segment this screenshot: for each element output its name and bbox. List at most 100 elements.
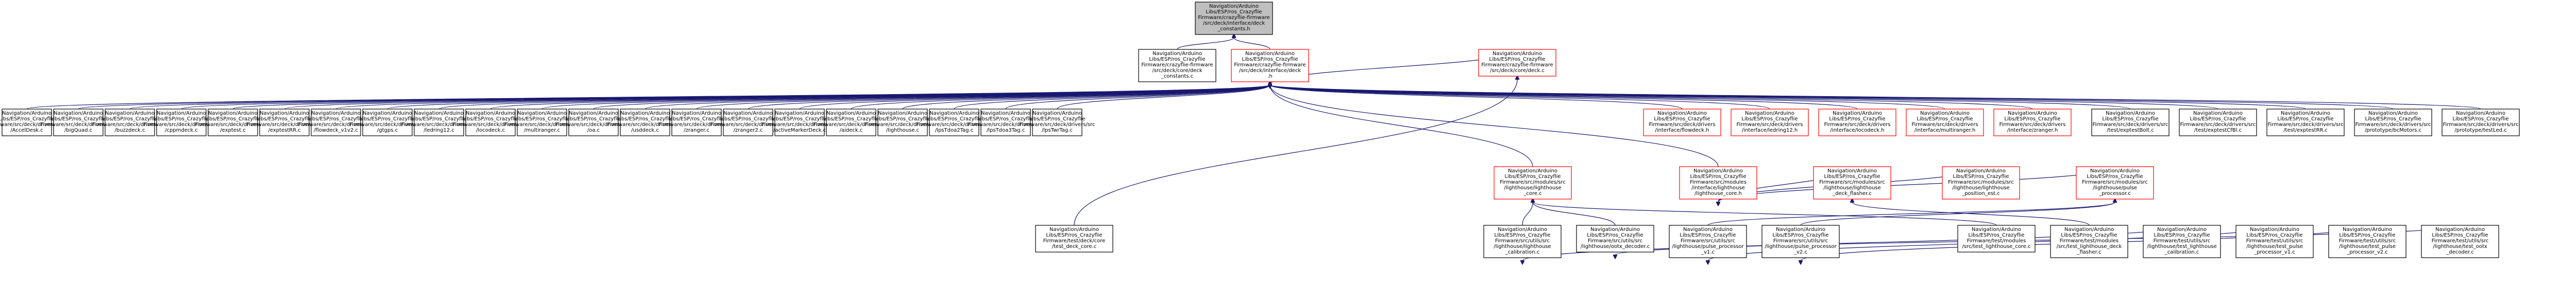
graph-node-x4[interactable]: Navigation/ArduinoLibs/ESP/ros_Crazyflie…: [1761, 225, 1840, 258]
graph-node-l13[interactable]: Navigation/ArduinoLibs/ESP/ros_Crazyflie…: [607, 109, 683, 136]
graph-node-r1[interactable]: Navigation/ArduinoLibs/ESP/ros_Crazyflie…: [1643, 109, 1721, 136]
node-label-line: Firmware/crazyflie-firmware: [1198, 15, 1269, 21]
node-label-line: /src/deck/core/deck.c: [1490, 68, 1545, 74]
node-label-line: /lpsTdoa2Tag.c: [935, 128, 973, 133]
graph-node-e1[interactable]: Navigation/ArduinoLibs/ESP/ros_Crazyflie…: [1035, 225, 1113, 253]
graph-node-l17[interactable]: Navigation/ArduinoLibs/ESP/ros_Crazyflie…: [814, 109, 889, 136]
node-label-line: /exptestRR.c: [268, 128, 300, 133]
node-label-line: /src/test_lighthouse_core.c: [1962, 244, 2030, 249]
node-label-line: Libs/ESP/ros_Crazyflie: [1489, 57, 1545, 62]
graph-node-l25[interactable]: Navigation/ArduinoLibs/ESP/ros_Crazyflie…: [2354, 109, 2432, 136]
node-label-line: Libs/ESP/ros_Crazyflie: [1206, 9, 1262, 15]
graph-node-cdeck_core[interactable]: Navigation/ArduinoLibs/ESP/ros_Crazyflie…: [1138, 49, 1216, 82]
node-label-line: /test/exptestCfBl.c: [2194, 128, 2242, 133]
graph-node-e5[interactable]: Navigation/ArduinoLibs/ESP/ros_Crazyflie…: [2235, 225, 2314, 258]
graph-node-l21[interactable]: Navigation/ArduinoLibs/ESP/ros_Crazyflie…: [1020, 109, 1095, 136]
graph-node-l7[interactable]: Navigation/ArduinoLibs/ESP/ros_Crazyflie…: [298, 109, 374, 136]
node-label-line: Firmware/src/deck/drivers/src: [710, 122, 786, 128]
node-label-line: Libs/ESP/ros_Crazyflie: [101, 116, 158, 122]
node-box: [2421, 225, 2499, 258]
node-label-line: Firmware/src/modules/src: [1500, 180, 1566, 185]
graph-node-root[interactable]: Navigation/ArduinoLibs/ESP/ros_Crazyflie…: [1195, 2, 1273, 35]
graph-node-e3[interactable]: Navigation/ArduinoLibs/ESP/ros_Crazyflie…: [2050, 225, 2128, 258]
node-label-line: /interface/flowdeck.h: [1655, 128, 1709, 133]
node-label-line: Firmware/src/deck/drivers/src: [2355, 122, 2431, 128]
node-label-line: Libs/ESP/ros_Crazyflie: [2246, 233, 2302, 238]
node-box: [2328, 225, 2406, 258]
graph-node-l10[interactable]: Navigation/ArduinoLibs/ESP/ros_Crazyflie…: [453, 109, 529, 136]
node-label-line: Libs/ESP/ros_Crazyflie: [2087, 174, 2143, 180]
graph-node-m3[interactable]: Navigation/ArduinoLibs/ESP/ros_Crazyflie…: [1813, 166, 1891, 200]
node-label-line: Firmware/crazyflie-firmware: [1481, 62, 1553, 68]
graph-node-l14[interactable]: Navigation/ArduinoLibs/ESP/ros_Crazyflie…: [659, 109, 735, 136]
graph-node-x1[interactable]: Navigation/ArduinoLibs/ESP/ros_Crazyflie…: [1483, 225, 1562, 258]
graph-node-e6[interactable]: Navigation/ArduinoLibs/ESP/ros_Crazyflie…: [2328, 225, 2406, 258]
node-label-line: _calibration.c: [2164, 249, 2199, 255]
graph-node-l16[interactable]: Navigation/ArduinoLibs/ESP/ros_Crazyflie…: [762, 109, 838, 136]
graph-node-x3[interactable]: Navigation/ArduinoLibs/ESP/ros_Crazyflie…: [1669, 225, 1747, 258]
graph-node-l12[interactable]: Navigation/ArduinoLibs/ESP/ros_Crazyflie…: [556, 109, 632, 136]
graph-node-l8[interactable]: Navigation/ArduinoLibs/ESP/ros_Crazyflie…: [350, 109, 426, 136]
graph-node-r5[interactable]: Navigation/ArduinoLibs/ESP/ros_Crazyflie…: [1993, 109, 2072, 136]
node-label-line: Libs/ESP/ros_Crazyflie: [2102, 116, 2158, 122]
graph-node-l19[interactable]: Navigation/ArduinoLibs/ESP/ros_Crazyflie…: [917, 109, 992, 136]
node-label-line: Navigation/Arduino: [517, 111, 567, 116]
graph-node-deck_core[interactable]: Navigation/ArduinoLibs/ESP/ros_Crazyflie…: [1478, 49, 1556, 77]
edge-l6-to-deck_h: [284, 85, 1270, 110]
graph-node-l26[interactable]: Navigation/ArduinoLibs/ESP/ros_Crazyflie…: [2442, 109, 2520, 136]
graph-node-l6[interactable]: Navigation/ArduinoLibs/ESP/ros_Crazyflie…: [247, 109, 323, 136]
edge-x2-to-m1: [1533, 202, 1616, 226]
graph-node-l3[interactable]: Navigation/ArduinoLibs/ESP/ros_Crazyflie…: [92, 109, 168, 136]
graph-node-l11[interactable]: Navigation/ArduinoLibs/ESP/ros_Crazyflie…: [504, 109, 580, 136]
node-label-line: Navigation/Arduino: [1153, 51, 1202, 57]
graph-node-e7[interactable]: Navigation/ArduinoLibs/ESP/ros_Crazyflie…: [2421, 225, 2499, 258]
node-box: [929, 109, 979, 136]
graph-node-m5[interactable]: Navigation/ArduinoLibs/ESP/ros_Crazyflie…: [2076, 166, 2154, 200]
graph-node-r3[interactable]: Navigation/ArduinoLibs/ESP/ros_Crazyflie…: [1818, 109, 1896, 136]
graph-node-x2[interactable]: Navigation/ArduinoLibs/ESP/ros_Crazyflie…: [1576, 225, 1654, 253]
node-label-line: Firmware/src/deck/drivers/src: [2268, 122, 2344, 128]
node-label-line: Firmware/src/deck/drivers/src: [968, 122, 1044, 128]
graph-node-l1[interactable]: Navigation/ArduinoLibs/ESP/ros_Crazyflie…: [0, 109, 64, 136]
node-label-line: _v1.c: [1701, 249, 1715, 255]
node-box: [1957, 225, 2036, 253]
node-label-line: Libs/ESP/ros_Crazyflie: [153, 116, 209, 122]
node-label-line: .h: [1267, 74, 1273, 79]
node-label-line: Navigation/Arduino: [1972, 227, 2021, 233]
node-label-line: /bigQuad.c: [64, 128, 92, 133]
node-label-line: Navigation/Arduino: [2456, 111, 2505, 116]
graph-node-l9[interactable]: Navigation/ArduinoLibs/ESP/ros_Crazyflie…: [401, 109, 477, 136]
graph-node-r2[interactable]: Navigation/ArduinoLibs/ESP/ros_Crazyflie…: [1731, 109, 1809, 136]
node-label-line: /src/deck/interface/deck: [1203, 21, 1265, 26]
node-label-line: Navigation/Arduino: [414, 111, 464, 116]
graph-node-l24[interactable]: Navigation/ArduinoLibs/ESP/ros_Crazyflie…: [2266, 109, 2345, 136]
edge-x3-to-m5: [1707, 202, 2115, 226]
node-box: [2442, 109, 2520, 136]
graph-node-l15[interactable]: Navigation/ArduinoLibs/ESP/ros_Crazyflie…: [710, 109, 786, 136]
node-label-line: Libs/ESP/ros_Crazyflie: [2061, 233, 2117, 238]
graph-node-l23[interactable]: Navigation/ArduinoLibs/ESP/ros_Crazyflie…: [2179, 109, 2257, 136]
node-label-line: /interface/multiranger.h: [1914, 128, 1976, 133]
graph-node-e2[interactable]: Navigation/ArduinoLibs/ESP/ros_Crazyflie…: [1957, 225, 2036, 253]
graph-node-l4[interactable]: Navigation/ArduinoLibs/ESP/ros_Crazyflie…: [144, 109, 219, 136]
node-box: [671, 109, 722, 136]
graph-node-l5[interactable]: Navigation/ArduinoLibs/ESP/ros_Crazyflie…: [195, 109, 271, 136]
graph-node-l2[interactable]: Navigation/ArduinoLibs/ESP/ros_Crazyflie…: [41, 109, 116, 136]
graph-node-m4[interactable]: Navigation/ArduinoLibs/ESP/ros_Crazyflie…: [1942, 166, 2020, 200]
node-box: [2354, 109, 2432, 136]
node-label-line: Libs/ESP/ros_Crazyflie: [565, 116, 621, 122]
node-label-line: /oa.c: [587, 128, 600, 133]
node-label-line: Navigation/Arduino: [1657, 111, 1707, 116]
graph-node-l20[interactable]: Navigation/ArduinoLibs/ESP/ros_Crazyflie…: [968, 109, 1044, 136]
node-label-line: Firmware/src/utils/src: [1495, 238, 1550, 244]
node-label-line: /test_deck_core.c: [1052, 244, 1097, 249]
graph-node-r4[interactable]: Navigation/ArduinoLibs/ESP/ros_Crazyflie…: [1906, 109, 1984, 136]
graph-node-l18[interactable]: Navigation/ArduinoLibs/ESP/ros_Crazyflie…: [865, 109, 941, 136]
graph-node-deck_h[interactable]: Navigation/ArduinoLibs/ESP/ros_Crazyflie…: [1231, 49, 1309, 82]
graph-node-l22[interactable]: Navigation/ArduinoLibs/ESP/ros_Crazyflie…: [2091, 109, 2170, 136]
graph-node-e4[interactable]: Navigation/ArduinoLibs/ESP/ros_Crazyflie…: [2143, 225, 2221, 258]
node-box: [1035, 225, 1113, 253]
graph-node-m2[interactable]: Navigation/ArduinoLibs/ESP/ros_Crazyflie…: [1679, 166, 1757, 200]
edge-x4-to-m5: [1800, 202, 2115, 226]
graph-node-m1[interactable]: Navigation/ArduinoLibs/ESP/ros_Crazyflie…: [1494, 166, 1572, 200]
